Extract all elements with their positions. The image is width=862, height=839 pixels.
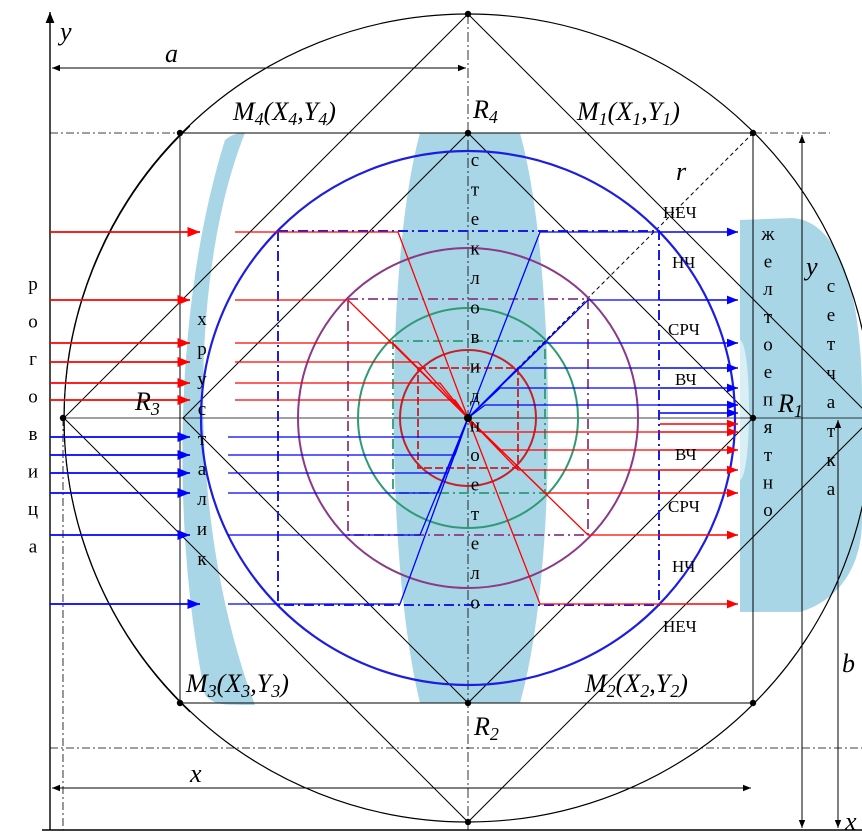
- word-letter: а: [827, 392, 836, 413]
- focal-point: [464, 414, 472, 422]
- word-letter: и: [470, 357, 480, 378]
- radius-r-label: r: [676, 157, 687, 186]
- point-r3-label: R3​: [134, 387, 160, 419]
- point-r2-label: R2​: [473, 712, 499, 744]
- band-lower-0: ВЧ: [675, 445, 697, 464]
- band-upper-3: ВЧ: [675, 370, 697, 389]
- point-m1-label: M1​(X1​,Y1​): [576, 97, 680, 129]
- word-letter: к: [197, 549, 207, 570]
- word-letter: т: [471, 504, 480, 525]
- circle-red: [399, 349, 537, 487]
- point-m2-label: M2​(X2​,Y2​): [584, 669, 688, 701]
- word-letter: н: [470, 416, 480, 437]
- word-letter: к: [826, 450, 836, 471]
- dimension-y-label: y: [803, 252, 818, 281]
- word-letter: у: [197, 369, 207, 390]
- word-letter: д: [470, 386, 480, 407]
- lens-shape: [182, 133, 255, 705]
- rect-green: [392, 340, 546, 494]
- word-letter: о: [763, 500, 773, 521]
- word-letter: в: [29, 424, 38, 445]
- word-letter: о: [28, 312, 38, 333]
- point-r1-label: R1​: [777, 389, 803, 421]
- band-upper-0: НЕЧ: [663, 203, 697, 222]
- word-letter: о: [470, 298, 480, 319]
- word-letter: а: [198, 459, 207, 480]
- word-letter: а: [29, 537, 38, 558]
- word-letter: т: [827, 421, 836, 442]
- word-letter: в: [471, 327, 480, 348]
- word-letter: л: [197, 489, 207, 510]
- word-letter: е: [764, 362, 772, 383]
- x-axis-label: x: [844, 807, 857, 836]
- cornea-arc: [63, 125, 191, 713]
- word-letter: л: [470, 268, 480, 289]
- word-letter: х: [197, 309, 207, 330]
- rect-purple: [347, 298, 589, 536]
- word-letter: р: [28, 274, 38, 295]
- word-letter: о: [470, 593, 480, 614]
- red-rays-exit: [660, 419, 738, 609]
- word-letter: н: [763, 472, 773, 493]
- circle-purple: [297, 247, 639, 589]
- word-letter: е: [764, 252, 772, 273]
- word-letter: т: [471, 180, 480, 201]
- word-letter: е: [827, 305, 835, 326]
- rect-blue: [277, 230, 660, 606]
- word-letter: я: [764, 417, 773, 438]
- point-m4-label: M4​(X4​,Y4​): [232, 97, 336, 129]
- rect-red: [417, 367, 519, 469]
- word-letter: ч: [826, 363, 836, 384]
- circle-blue: [199, 149, 737, 687]
- word-letter: е: [471, 475, 479, 496]
- word-letter: о: [763, 334, 773, 355]
- word-letter: г: [29, 349, 37, 370]
- word-letter: л: [470, 563, 480, 584]
- word-letter: ц: [28, 499, 38, 520]
- word-letter: с: [471, 150, 479, 171]
- band-lower-3: НЕЧ: [663, 617, 697, 636]
- dimension-b-label: b: [842, 649, 855, 678]
- dimension-a-label: a: [165, 39, 178, 68]
- band-lower-1: СРЧ: [668, 497, 700, 516]
- word-letter: о: [470, 445, 480, 466]
- incoming-red-rays: [50, 226, 200, 406]
- band-upper-2: СРЧ: [668, 320, 700, 339]
- word-letter: т: [198, 429, 207, 450]
- circle-green: [357, 307, 579, 529]
- word-letter: к: [470, 239, 480, 260]
- word-letter: р: [197, 339, 207, 360]
- word-letter: а: [827, 479, 836, 500]
- point-m3-label: M3​(X3​,Y3​): [185, 669, 289, 701]
- word-letter: е: [471, 209, 479, 230]
- word-letter: с: [198, 399, 206, 420]
- word-letter: т: [827, 334, 836, 355]
- word-letter: т: [764, 307, 773, 328]
- word-letter: и: [28, 462, 38, 483]
- vertex-points: [59, 10, 757, 826]
- word-letter: л: [763, 279, 773, 300]
- word-letter: о: [28, 387, 38, 408]
- dimension-x-label: x: [189, 759, 202, 788]
- band-upper-1: НЧ: [672, 253, 695, 272]
- word-letter: п: [763, 390, 773, 411]
- word-letter: е: [471, 534, 479, 555]
- incoming-blue-rays: [50, 431, 200, 610]
- word-letter: т: [764, 445, 773, 466]
- blue-rays-exit: [660, 227, 738, 418]
- word-letter: ж: [760, 224, 775, 245]
- point-r4-label: R4​: [472, 95, 498, 127]
- word-letter: с: [827, 276, 835, 297]
- band-lower-2: НЧ: [672, 557, 695, 576]
- word-letter: и: [197, 519, 207, 540]
- y-axis-label: y: [57, 17, 72, 46]
